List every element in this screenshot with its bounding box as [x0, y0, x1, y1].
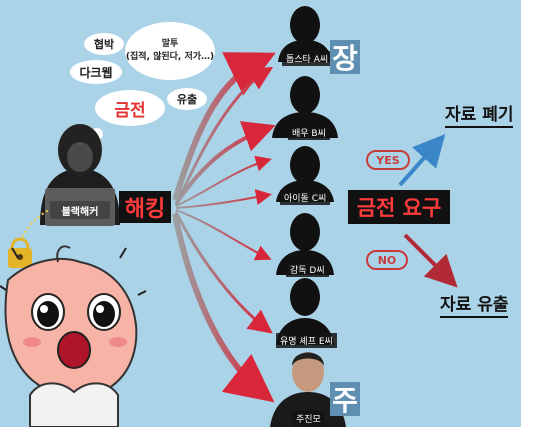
bubble-speech-title: 말투 — [161, 39, 179, 49]
bubble-darkweb: 다크웹 — [70, 60, 122, 84]
yes-branch-badge: YES — [366, 150, 410, 170]
bubble-leak: 유출 — [167, 88, 207, 110]
bubble-speech-style: 말투 (집적, 않된다, 저가…) — [125, 22, 215, 80]
arrow-no — [403, 233, 458, 288]
side-char-top: 장 — [330, 40, 360, 75]
arrow-yes — [398, 134, 446, 187]
bubble-money: 금전 — [95, 90, 165, 126]
target-label-d: 감독 D씨 — [286, 262, 329, 277]
arrow-to-target-c — [175, 155, 272, 207]
target-label-a: 톱스타 A씨 — [282, 51, 333, 66]
right-edge-strip — [521, 0, 533, 427]
bubble-threat: 협박 — [84, 33, 124, 55]
peach-character — [0, 245, 147, 427]
result-discard: 자료 폐기 — [445, 100, 514, 128]
target-photo — [270, 352, 346, 427]
target-label-b: 배우 B씨 — [288, 125, 330, 140]
arrow-to-target-b — [174, 121, 276, 206]
arrow-to-target-a2 — [174, 66, 274, 207]
result-leak: 자료 유출 — [440, 290, 509, 318]
money-demand-label: 금전 요구 — [348, 190, 450, 224]
arrow-to-target-j — [172, 213, 275, 403]
arrow-to-target-d — [175, 209, 272, 261]
hacker-label: 블랙해커 — [50, 201, 110, 219]
target-label-named: 주진모 — [292, 411, 325, 426]
arrow-to-target-e — [174, 211, 273, 334]
no-branch-badge: NO — [366, 250, 408, 270]
arrow-to-target-a — [172, 52, 276, 201]
arrow-to-target-c2 — [175, 189, 272, 209]
target-label-e: 유명 셰프 E씨 — [276, 333, 337, 348]
bubble-speech-examples: (집적, 않된다, 저가…) — [125, 52, 215, 62]
padlock-icon — [8, 237, 32, 268]
target-label-c: 아이돌 C씨 — [280, 190, 331, 205]
side-char-bottom: 주 — [330, 382, 360, 417]
hacking-label: 해킹 — [119, 191, 171, 223]
